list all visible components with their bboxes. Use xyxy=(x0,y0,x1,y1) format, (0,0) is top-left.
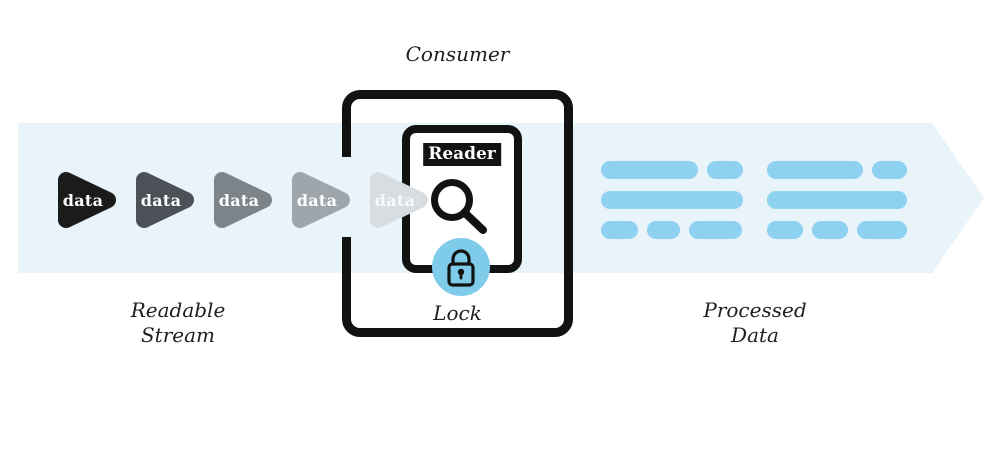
processed-data-bar xyxy=(647,221,680,239)
processed-data-bar xyxy=(767,221,803,239)
data-chunk-label: data xyxy=(219,191,260,210)
processed-data-bar xyxy=(812,221,848,239)
readable-stream-label-line2: Stream xyxy=(140,323,216,347)
processed-data-label: Processed Data xyxy=(655,298,855,348)
data-chunk-label: data xyxy=(63,191,104,210)
processed-data-bar xyxy=(601,191,743,209)
processed-data-bar xyxy=(872,161,907,179)
consumer-label: Consumer xyxy=(405,42,510,66)
data-chunk-label: data xyxy=(141,191,182,210)
lock-icon xyxy=(447,249,475,287)
processed-data-bar xyxy=(857,221,907,239)
stream-arrowhead xyxy=(932,123,984,273)
data-chunk-arrow: data xyxy=(370,172,428,228)
data-chunk-shape xyxy=(370,172,428,228)
lock-badge xyxy=(432,238,490,296)
processed-data-bar xyxy=(767,191,907,209)
lock-label: Lock xyxy=(433,301,482,325)
data-chunk-shape xyxy=(136,172,194,228)
readable-stream-label: Readable Stream xyxy=(78,298,278,348)
data-chunk-label: data xyxy=(375,191,416,210)
processed-data-bar xyxy=(689,221,742,239)
data-chunk-arrow: data xyxy=(292,172,350,228)
data-chunk-arrow: data xyxy=(58,172,116,228)
data-chunk-shape xyxy=(214,172,272,228)
processed-data-bar xyxy=(767,161,863,179)
processed-data-label-line2: Data xyxy=(731,323,779,347)
processed-data-bar xyxy=(707,161,743,179)
data-chunk-label: data xyxy=(297,191,338,210)
data-chunk-arrow: data xyxy=(214,172,272,228)
data-chunk-shape xyxy=(58,172,116,228)
data-chunk-shape xyxy=(292,172,350,228)
magnifier-icon xyxy=(431,179,487,234)
readable-stream-label-line1: Readable xyxy=(130,298,226,322)
processed-data-bar xyxy=(601,221,638,239)
data-chunk-arrow: data xyxy=(136,172,194,228)
processed-data-label-line1: Processed xyxy=(703,298,807,322)
processed-data-bar xyxy=(601,161,698,179)
reader-title: Reader xyxy=(423,143,501,166)
